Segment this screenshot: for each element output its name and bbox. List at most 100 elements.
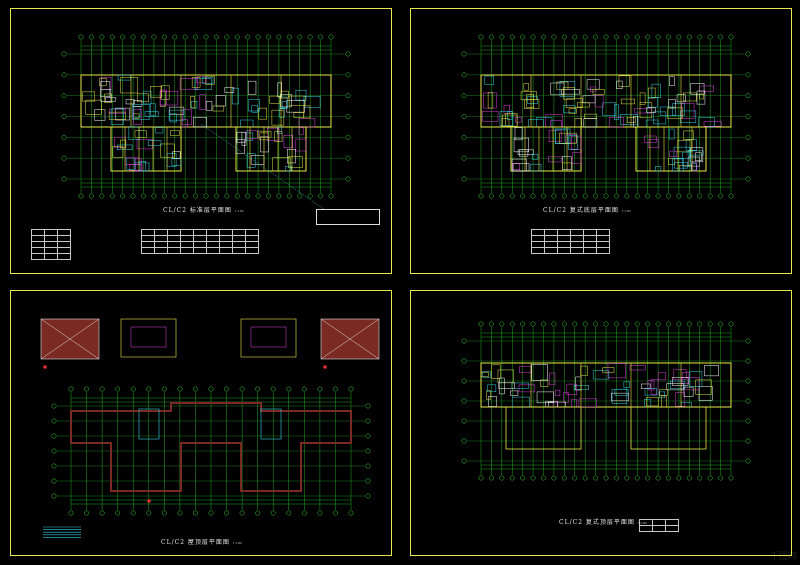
room-fixture <box>698 386 713 401</box>
axis-bubble <box>120 193 126 199</box>
axis-bubble <box>255 34 261 40</box>
axis-bubble <box>234 34 240 40</box>
axis-bubble <box>193 34 199 40</box>
roof-ridge <box>320 318 380 360</box>
axis-bubble <box>130 193 136 199</box>
room-fixture <box>634 108 652 114</box>
axis-bubble <box>146 510 152 516</box>
axis-bubble <box>332 386 338 392</box>
axis-bubble <box>745 176 751 182</box>
axis-bubble <box>461 458 467 464</box>
axis-bubble <box>51 463 57 469</box>
axis-bubble <box>530 321 536 327</box>
room-fixture <box>511 396 530 408</box>
axis-bubble <box>255 386 261 392</box>
drawing-roof <box>40 318 380 538</box>
axis-bubble <box>301 386 307 392</box>
room-fixture <box>511 158 527 172</box>
room-fixture <box>514 127 523 141</box>
axis-bubble <box>666 193 671 199</box>
room-fixture <box>482 371 491 378</box>
axis-bubble <box>499 193 505 199</box>
axis-bubble <box>613 321 619 327</box>
axis-bubble <box>192 510 198 516</box>
room-fixture <box>658 391 665 399</box>
room-fixture <box>285 166 292 172</box>
axis-bubble <box>365 463 371 469</box>
axis-bubble <box>141 193 146 199</box>
room-fixture <box>559 80 576 97</box>
axis-bubble <box>318 193 324 199</box>
room-fixture <box>519 366 532 373</box>
axis-bubble <box>345 114 351 119</box>
room-fixture <box>527 96 538 104</box>
axis-bubble <box>509 34 515 40</box>
drain-marker <box>323 365 327 369</box>
axis-bubble <box>655 34 661 40</box>
room-fixture <box>582 95 596 104</box>
axis-bubble <box>161 193 167 199</box>
axis-bubble <box>520 193 526 199</box>
wall-outline <box>480 362 732 408</box>
room-fixture <box>626 117 636 123</box>
room-fixture <box>191 100 198 109</box>
axis-bubble <box>345 134 351 140</box>
room-fixture <box>303 105 311 119</box>
room-fixture <box>236 131 246 143</box>
axis-bubble <box>78 34 84 40</box>
axis-bubble <box>520 475 526 481</box>
room-fixture <box>517 149 534 155</box>
axis-bubble <box>541 321 546 327</box>
room-fixture <box>580 365 588 376</box>
room-fixture <box>293 112 304 118</box>
room-fixture <box>196 76 207 84</box>
room-fixture <box>179 78 198 90</box>
axis-bubble <box>461 176 467 182</box>
room-fixture <box>620 98 636 105</box>
room-fixture <box>683 130 694 140</box>
room-fixture <box>661 395 667 408</box>
axis-bubble <box>84 386 90 392</box>
room-fixture <box>592 370 610 380</box>
room-fixture <box>548 156 562 163</box>
axis-bubble <box>745 51 751 57</box>
drain-marker <box>147 499 151 503</box>
axis-bubble <box>488 193 494 199</box>
axis-bubble <box>68 386 74 392</box>
room-fixture <box>577 102 590 108</box>
room-fixture <box>132 104 150 121</box>
axis-bubble <box>572 321 578 327</box>
room-fixture <box>520 91 537 101</box>
room-fixture <box>559 132 577 144</box>
room-fixture <box>160 85 170 100</box>
wall-outline <box>510 126 582 172</box>
room-fixture <box>571 399 578 408</box>
stair-tower <box>250 326 287 348</box>
room-fixture <box>484 75 494 85</box>
axis-bubble <box>541 475 546 481</box>
area-table <box>531 229 610 254</box>
room-fixture <box>120 77 139 94</box>
axis-bubble <box>624 321 630 327</box>
legend-table <box>31 229 71 260</box>
room-fixture <box>602 367 615 373</box>
room-fixture <box>172 151 181 159</box>
axis-bubble <box>255 193 261 199</box>
axis-bubble <box>603 193 609 199</box>
axis-bubble <box>745 418 751 424</box>
room-fixture <box>246 153 256 168</box>
axis-bubble <box>99 34 105 40</box>
room-fixture <box>550 82 565 96</box>
axis-bubble <box>645 475 651 481</box>
room-fixture <box>295 89 307 101</box>
room-fixture <box>283 135 293 148</box>
axis-bubble <box>530 475 536 481</box>
room-fixture <box>147 140 162 147</box>
axis-bubble <box>345 176 351 182</box>
axis-bubble <box>203 34 209 40</box>
axis-bubble <box>203 193 209 199</box>
